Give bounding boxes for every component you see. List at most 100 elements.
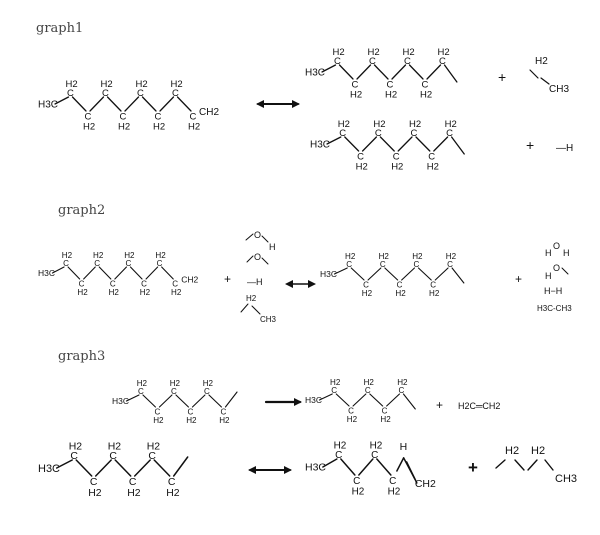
bond-line [159,96,175,112]
methylene-label: H2 [373,119,385,130]
carbon-label: C [110,280,116,289]
bond-line [240,303,249,313]
hydrogen-label: H [545,248,552,258]
bond-line [540,77,550,85]
methylene-label: H2 [93,251,104,260]
bond-line [514,459,525,471]
hydrogen-label: H [269,242,276,252]
bond-line [67,266,81,280]
bond-line [245,233,254,241]
methylene-label: H2 [427,162,439,173]
methylene-label: H2 [246,294,257,303]
methylene-label: H2 [170,379,181,388]
carbon-label: C [109,451,117,462]
methyl-label: H3C [320,269,337,279]
methylene-label: H2 [409,119,421,130]
bond-line [451,267,465,284]
terminal-group-label: CH2 [199,107,219,118]
methylene-label: H2 [137,379,148,388]
bond-line [153,459,171,477]
hydrogen-radical-label: —H [247,277,263,287]
bond-line [318,393,333,401]
plus-sign: + [224,272,231,286]
methylene-label: H2 [531,445,545,457]
carbon-label: C [382,407,388,416]
methylene-label: H2 [153,416,164,425]
methylene-label: H2 [66,79,78,90]
methyl-label: H3C [38,268,55,278]
bond-line [125,394,140,402]
methylene-label: H2 [397,378,408,387]
bond-line [433,136,449,152]
carbon-label: C [157,259,163,268]
carbon-label: C [67,88,74,99]
bond-line [158,394,173,408]
bond-line [208,394,222,408]
bond-line [386,393,401,407]
bond-line [133,459,151,477]
methylene-label: H2 [505,445,519,457]
methylene-label: H2 [136,79,148,90]
methylene-label: H2 [203,379,214,388]
carbon-label: C [353,476,360,487]
methylene-label: H2 [109,288,120,297]
bond-line [129,266,143,280]
bond-line [261,235,269,243]
bond-line [417,267,432,281]
methylene-label: H2 [362,289,373,298]
methylene-label: H2 [420,90,432,101]
carbon-label: C [125,259,131,268]
bond-line [384,267,399,281]
methylene-label: H2 [166,488,180,499]
methylene-label: H2 [334,441,347,452]
bond-line [338,64,354,80]
methylene-label: H2 [77,288,88,297]
bond-line [251,305,261,315]
methylene-label: H2 [140,288,151,297]
bond-line [367,267,382,281]
bond-line [261,257,269,265]
methylene-label: H2 [429,289,440,298]
terminal-group-label: CH2 [181,274,198,284]
methylene-label: H2 [403,47,415,58]
carbon-label: C [90,477,98,488]
bond-line [356,64,372,80]
methyl-label: CH3 [549,84,569,95]
section-label-graph1: graph1 [36,21,83,36]
carbon-label: C [428,152,435,163]
carbon-label: C [141,280,147,289]
methylene-label: H2 [446,252,457,261]
carbon-label: C [348,407,354,416]
methylene-label: H2 [379,252,390,261]
carbon-label: C [439,56,446,67]
methylene-label: H2 [124,251,135,260]
plus-sign: + [436,398,443,412]
bond-line [176,96,192,112]
methylene-label: H2 [350,90,362,101]
carbon-label: C [155,112,162,123]
carbon-label: C [204,387,210,396]
bond-line [434,267,449,281]
carbon-label: C [168,477,176,488]
bond-line [335,393,350,407]
carbon-label: C [172,280,178,289]
bond-line [373,64,389,80]
carbon-label: C [339,128,346,139]
bond-line [344,136,360,152]
carbon-label: C [357,152,364,163]
carbon-label: C [220,408,226,417]
methyl-label: H3C [38,463,60,475]
carbon-label: C [371,450,378,461]
carbon-label: C [363,281,369,290]
bond-line [391,64,407,80]
bond-line [98,266,112,280]
bond-line [224,391,238,408]
bond-line [361,136,378,152]
methyl-label: H3C [305,395,322,405]
methylene-label: H2 [118,122,130,133]
ethylene-label: H2C═CH2 [458,401,500,411]
bond-line [529,69,539,79]
carbon-label: C [138,387,144,396]
methylene-label: H2 [88,488,102,499]
carbon-label: C [70,451,78,462]
